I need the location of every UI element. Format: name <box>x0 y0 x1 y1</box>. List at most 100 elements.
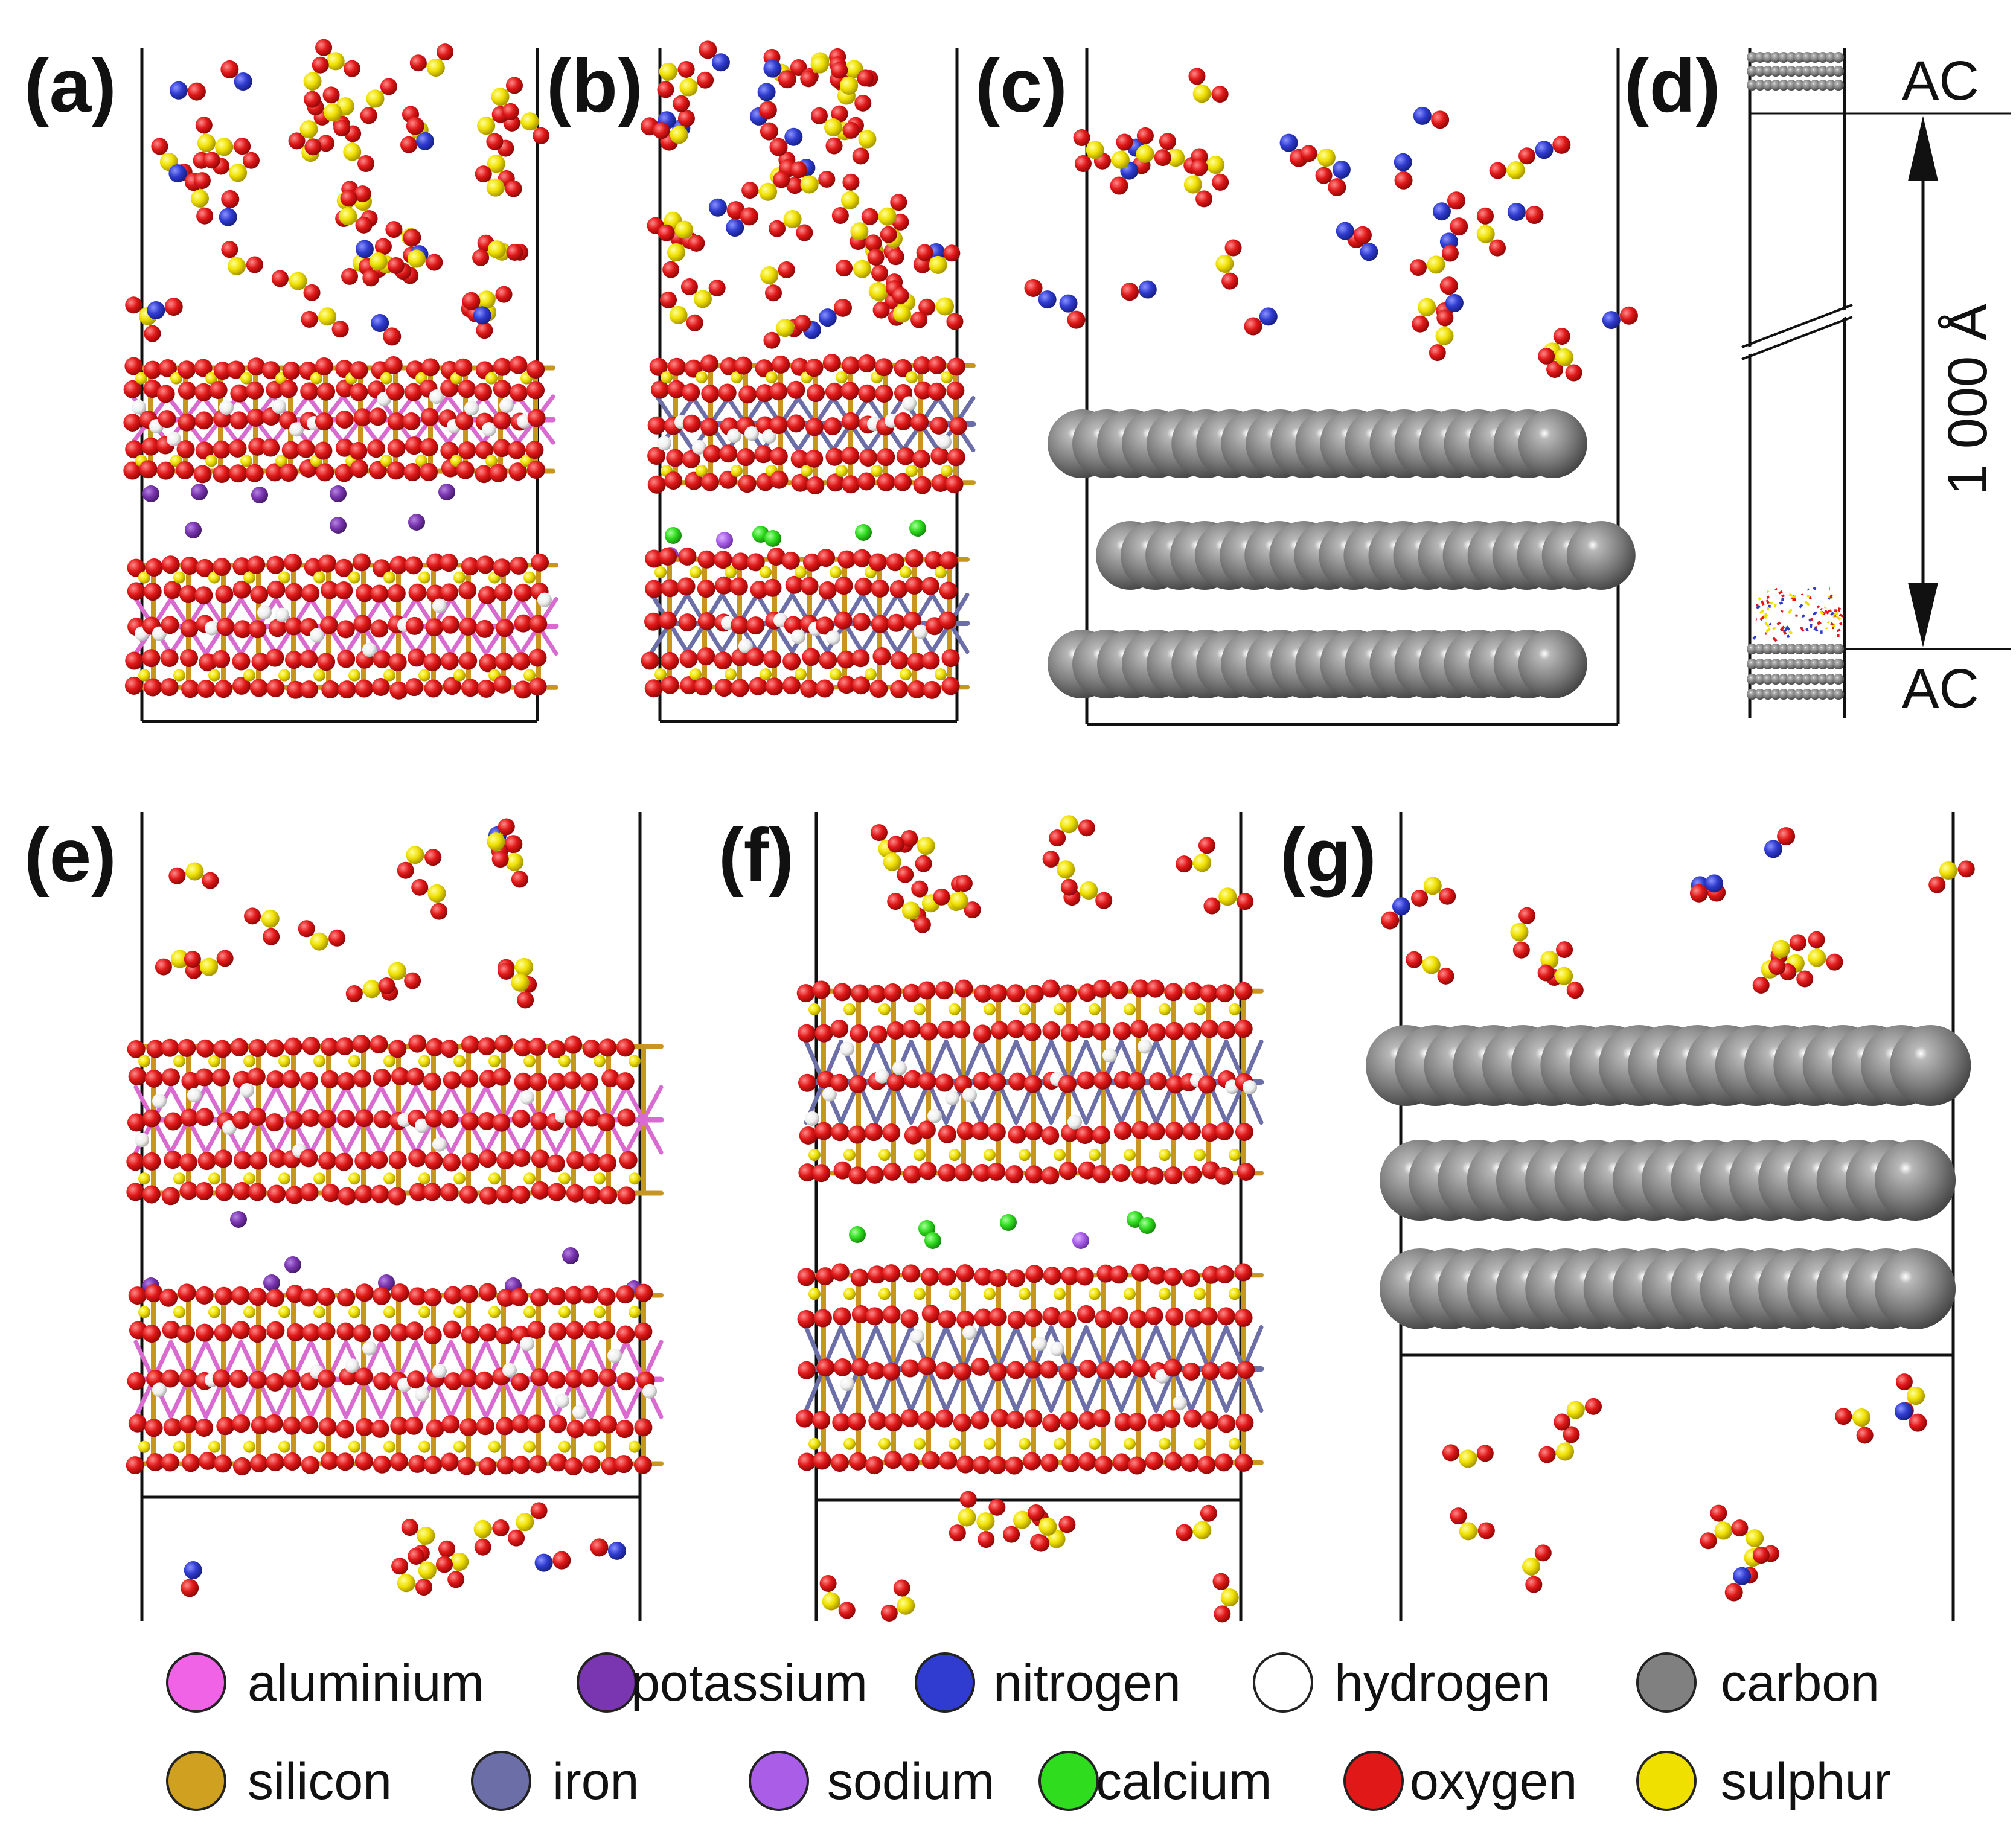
atom <box>338 1187 356 1206</box>
atom <box>406 846 424 864</box>
atom <box>420 407 439 426</box>
atom <box>880 1604 898 1622</box>
atom <box>404 383 423 401</box>
atom <box>246 256 263 273</box>
atom <box>336 620 355 639</box>
atom <box>1802 689 1813 700</box>
atom <box>826 473 845 492</box>
atom <box>1054 1288 1066 1300</box>
carbon-layer <box>1366 1025 1971 1106</box>
atom <box>887 613 906 632</box>
atom <box>443 1320 461 1339</box>
atom <box>388 1151 407 1169</box>
atom <box>380 78 397 95</box>
atom <box>184 951 201 968</box>
atom <box>387 257 405 274</box>
atom <box>1890 1025 1971 1106</box>
atom <box>923 680 941 699</box>
atom <box>1013 1510 1031 1529</box>
atom <box>353 615 372 633</box>
atom <box>1731 1519 1749 1537</box>
atom <box>222 1120 237 1136</box>
atom <box>1833 644 1844 654</box>
atom <box>408 1287 427 1306</box>
atom <box>336 1420 354 1439</box>
atom <box>1825 644 1836 654</box>
panel-label-a: (a) <box>24 44 117 128</box>
atom <box>867 249 885 266</box>
atom <box>1154 149 1171 167</box>
atom <box>494 652 513 671</box>
atom <box>461 1152 480 1171</box>
atom <box>763 578 782 597</box>
atom <box>373 1069 391 1087</box>
atom <box>954 1163 973 1182</box>
atom <box>426 1038 444 1056</box>
atom <box>418 1306 430 1318</box>
atom <box>564 1457 583 1476</box>
atom <box>304 91 321 108</box>
atom <box>266 1039 284 1058</box>
atom <box>459 1285 478 1303</box>
atom <box>1019 1437 1031 1450</box>
atom <box>769 447 788 465</box>
atom <box>352 553 371 572</box>
atom <box>921 1451 940 1469</box>
atom <box>894 473 912 491</box>
atom <box>528 677 547 696</box>
atom <box>212 650 231 668</box>
atom <box>738 639 753 654</box>
atom <box>334 581 353 600</box>
atom <box>1182 1122 1201 1141</box>
atom <box>1778 674 1789 685</box>
atom <box>318 1417 337 1436</box>
atom <box>126 1456 144 1475</box>
atom <box>335 411 354 429</box>
atom <box>910 311 928 328</box>
atom <box>173 1440 185 1453</box>
atom <box>243 669 255 682</box>
atom <box>1114 1413 1133 1431</box>
atom <box>657 436 671 451</box>
atom <box>337 650 356 668</box>
atom <box>383 1055 395 1067</box>
atom <box>257 605 272 620</box>
atom <box>511 1414 530 1433</box>
atom <box>1768 958 1786 976</box>
atom <box>677 577 696 596</box>
atom <box>1450 1507 1467 1525</box>
atom <box>861 208 878 225</box>
atom <box>317 135 334 152</box>
atom <box>1214 1605 1231 1623</box>
atom <box>700 418 719 436</box>
atom <box>248 620 267 639</box>
atom <box>1825 674 1836 685</box>
atom <box>1054 1437 1066 1450</box>
atom <box>142 1152 161 1171</box>
atom <box>882 1362 901 1381</box>
atom <box>555 1393 569 1408</box>
atom <box>383 1172 395 1185</box>
atom <box>1794 66 1805 77</box>
atom <box>1206 156 1225 174</box>
atom <box>682 383 700 402</box>
atom <box>1441 244 1459 262</box>
panel-label-g: (g) <box>1280 814 1377 898</box>
atom <box>195 1286 214 1305</box>
atom <box>1762 674 1773 685</box>
atom <box>917 836 935 855</box>
atom <box>318 1151 337 1170</box>
atom <box>1810 674 1820 685</box>
atom <box>138 669 150 682</box>
atom <box>892 1061 907 1076</box>
atom <box>232 580 251 599</box>
atom <box>831 105 848 123</box>
atom <box>594 1055 606 1067</box>
atom <box>848 1166 867 1185</box>
atom <box>1810 659 1820 669</box>
atom <box>176 461 194 479</box>
atom <box>813 1451 831 1470</box>
atom <box>892 287 909 304</box>
atom <box>647 446 666 465</box>
